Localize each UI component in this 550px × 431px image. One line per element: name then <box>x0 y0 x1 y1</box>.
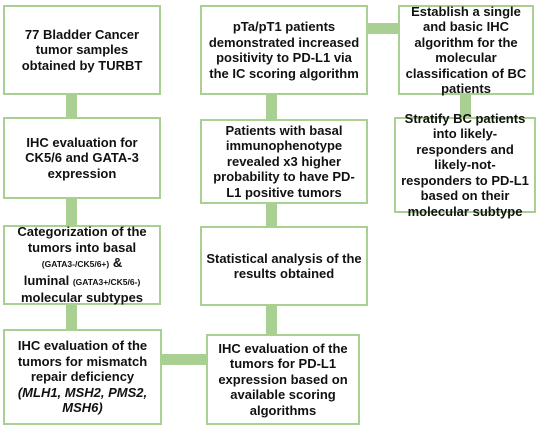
box-stratify-patients: Stratify BC patients into likely-respond… <box>394 111 536 219</box>
mmr-description: IHC evaluation of the tumors for mismatc… <box>17 338 148 385</box>
box-basal-immunophenotype: Patients with basal immunophenotype reve… <box>200 119 368 204</box>
categorization-line3a: luminal <box>23 272 73 288</box>
box-pdl1-evaluation-text: IHC evaluation of the tumors for PD-L1 e… <box>218 340 348 418</box>
box-categorization-text: Categorization of the tumors into basal … <box>9 224 155 306</box>
box-categorization: Categorization of the tumors into basal … <box>3 224 161 306</box>
box-statistical-analysis: Statistical analysis of the results obta… <box>200 226 368 306</box>
box-pta-pt1-text: pTa/pT1 patients demonstrated increased … <box>208 19 360 81</box>
connector-categorization-to-mmr <box>66 305 77 329</box>
box-pta-pt1: pTa/pT1 patients demonstrated increased … <box>200 5 368 95</box>
categorization-line4: molecular subtypes <box>20 290 144 306</box>
categorization-line1: Categorization of the <box>17 224 147 240</box>
box-ihc-ck56-gata3-text: IHC evaluation for CK5/6 and GATA-3 expr… <box>25 134 139 181</box>
box-establish-text: Establish a single and basic IHC algorit… <box>405 3 527 97</box>
mmr-markers: (MLH1, MSH2, PMS2, MSH6) <box>17 384 148 416</box>
connector-statistical-to-basal <box>266 204 277 226</box>
connector-basal-to-pta <box>266 95 277 119</box>
box-samples: 77 Bladder Cancer tumor samples obtained… <box>3 5 161 95</box>
categorization-line2a: tumors into basal <box>27 239 137 255</box>
connector-pdl1-eval-to-statistical <box>266 306 277 334</box>
connector-pta-to-establish <box>368 23 398 34</box>
box-ihc-ck56-gata3: IHC evaluation for CK5/6 and GATA-3 expr… <box>3 117 161 199</box>
connector-mmr-to-pdl1-eval <box>162 354 206 365</box>
categorization-basal-markers: (GATA3-/CK5/6+) <box>41 259 110 270</box>
box-mmr-text: IHC evaluation of the tumors for mismatc… <box>9 338 156 416</box>
box-establish-algorithm: Establish a single and basic IHC algorit… <box>398 3 534 97</box>
categorization-ampersand: & <box>109 255 123 271</box>
box-basal-text: Patients with basal immunophenotype reve… <box>213 122 355 200</box>
connector-ihc-to-categorization <box>66 199 77 225</box>
box-pdl1-evaluation: IHC evaluation of the tumors for PD-L1 e… <box>206 334 360 425</box>
categorization-luminal-markers: (GATA3+/CK5/6-) <box>72 276 141 287</box>
connector-samples-to-ihc <box>66 95 77 117</box>
connector-establish-to-stratify <box>460 95 471 117</box>
box-stratify-text: Stratify BC patients into likely-respond… <box>401 110 529 219</box>
box-statistical-text: Statistical analysis of the results obta… <box>206 250 362 282</box>
box-mmr-deficiency: IHC evaluation of the tumors for mismatc… <box>3 329 162 425</box>
box-samples-text: 77 Bladder Cancer tumor samples obtained… <box>21 26 143 73</box>
